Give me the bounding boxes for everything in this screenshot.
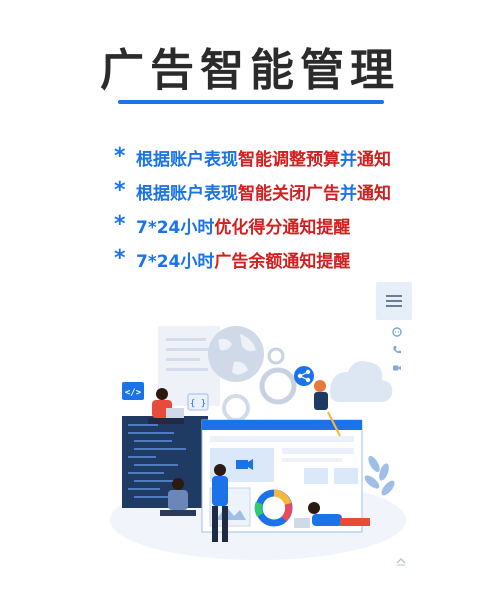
brace-tag-text: { } [190,399,206,409]
feature-text: 根据账户表现智能关闭广告并通知 [136,179,391,204]
code-panel [122,416,208,508]
asterisk-icon: * [114,178,126,203]
feature-text: 7*24小时广告余额通知提醒 [136,247,350,272]
plant-decoration [364,455,395,496]
feature-text-part: 并 [340,183,357,204]
video-icon[interactable] [392,363,402,373]
menu-button[interactable] [376,282,412,320]
hamburger-line [386,305,402,307]
chat-icon[interactable] [392,327,402,337]
person-on-ladder [314,380,341,437]
feature-text-part: 根据账户表现 [136,183,238,204]
feature-text-part: 智能调整预算 [238,149,340,170]
feature-text: 7*24小时优化得分通知提醒 [136,213,350,238]
feature-item: * 根据账户表现智能关闭广告并通知 [114,174,474,208]
feature-list: * 根据账户表现智能调整预算并通知 * 根据账户表现智能关闭广告并通知 * 7*… [114,140,474,276]
person-sitting [160,478,196,516]
person-lying [294,502,370,528]
person-with-laptop [148,388,184,424]
share-icon [294,366,314,386]
feature-text: 根据账户表现智能调整预算并通知 [136,145,391,170]
feature-item: * 7*24小时优化得分通知提醒 [114,208,474,242]
code-tag-badge [122,382,144,400]
feature-item: * 根据账户表现智能调整预算并通知 [114,140,474,174]
phone-icon[interactable] [392,345,402,355]
feature-text-part: 广告余额通知提醒 [214,251,351,272]
gear-icon [222,394,250,422]
page-title: 广告智能管理 [100,45,400,96]
asterisk-icon: * [114,144,126,169]
person-standing [212,464,228,542]
browser-titlebar [202,420,362,430]
code-tag-text: </> [125,388,142,398]
hamburger-line [386,295,402,297]
feature-text-part: 通知 [357,183,391,204]
marketing-illustration: </> { } [110,326,406,560]
feature-text-part: 根据账户表现 [136,149,238,170]
hamburger-line [386,300,402,302]
feature-text-part: 7*24小时 [136,217,215,238]
gear-icon [267,347,285,365]
feature-item: * 7*24小时广告余额通知提醒 [114,242,474,276]
title-underline [118,100,384,104]
feature-text-part: 通知 [357,149,391,170]
feature-text-part: 并 [340,149,357,170]
feature-text-part: 优化得分通知提醒 [214,217,351,238]
asterisk-icon: * [114,212,126,237]
feature-text-part: 智能关闭广告 [238,183,340,204]
scroll-top-icon[interactable] [394,556,408,566]
brace-tag-badge [187,393,209,411]
gear-icon [259,367,297,405]
asterisk-icon: * [114,246,126,271]
cloud-icon [330,361,393,402]
feature-text-part: 7*24小时 [136,251,215,272]
